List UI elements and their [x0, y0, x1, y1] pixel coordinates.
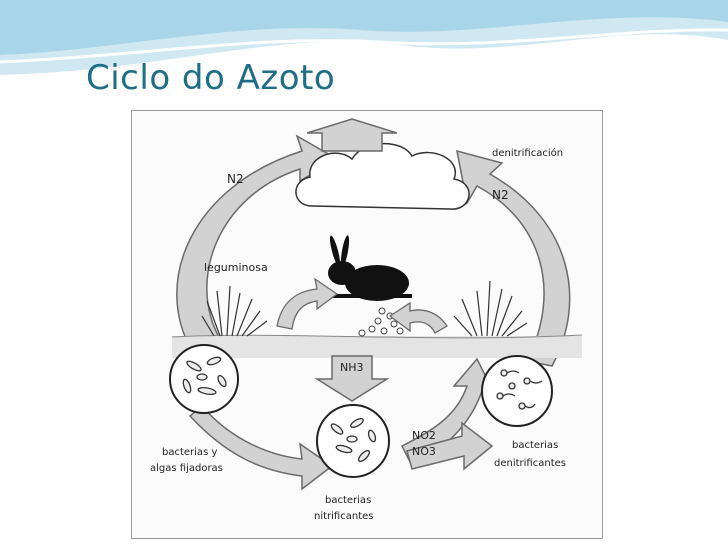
label-leguminosa: leguminosa [204, 261, 268, 274]
nitrate-arrow [406, 421, 494, 471]
nh3-arrow [314, 355, 390, 402]
nitrogen-cycle-diagram: N2 denitrificación N2 leguminosa NH3 NO2… [150, 118, 583, 522]
label-bacterias-nitrificantes-1: bacterias [325, 495, 371, 506]
wave-line [0, 28, 728, 64]
bottom-left-arrow [188, 404, 334, 491]
label-denitrificacion: denitrificación [492, 147, 563, 159]
grass-icon-right [453, 280, 528, 337]
label-bacterias-algas-1: bacterias y [162, 447, 217, 458]
cloud-icon [295, 142, 470, 210]
label-no3: NO3 [412, 445, 436, 458]
cloud-down-arrow [306, 118, 398, 152]
bacteria-circle-right-icon [481, 355, 553, 427]
label-nh3: NH3 [340, 361, 364, 374]
label-bacterias-nitrificantes-2: nitrificantes [314, 511, 373, 522]
diagram-frame: N2 denitrificación N2 leguminosa NH3 NO2… [131, 110, 603, 539]
label-n2-left: N2 [227, 172, 244, 186]
left-plant-arrow [276, 277, 339, 330]
label-bacterias-denitrificantes-2: denitrificantes [494, 458, 566, 469]
label-bacterias-denitrificantes-1: bacterias [512, 440, 558, 451]
header-wave-banner [0, 0, 728, 75]
ground-strip [172, 336, 582, 358]
rabbit-icon [328, 235, 412, 301]
label-no2: NO2 [412, 429, 436, 442]
bacteria-circle-center-icon [316, 404, 390, 478]
slide-title: Ciclo do Azoto [86, 58, 336, 98]
wave-front [0, 0, 728, 55]
right-plant-arrow [388, 301, 448, 334]
right-arc-arrow [456, 149, 571, 367]
ground-line [171, 334, 583, 339]
label-n2-right: N2 [492, 188, 509, 202]
label-bacterias-algas-2: algas fijadoras [150, 463, 223, 474]
bacteria-circle-left-icon [169, 344, 239, 414]
grass-icon-left [201, 285, 268, 337]
